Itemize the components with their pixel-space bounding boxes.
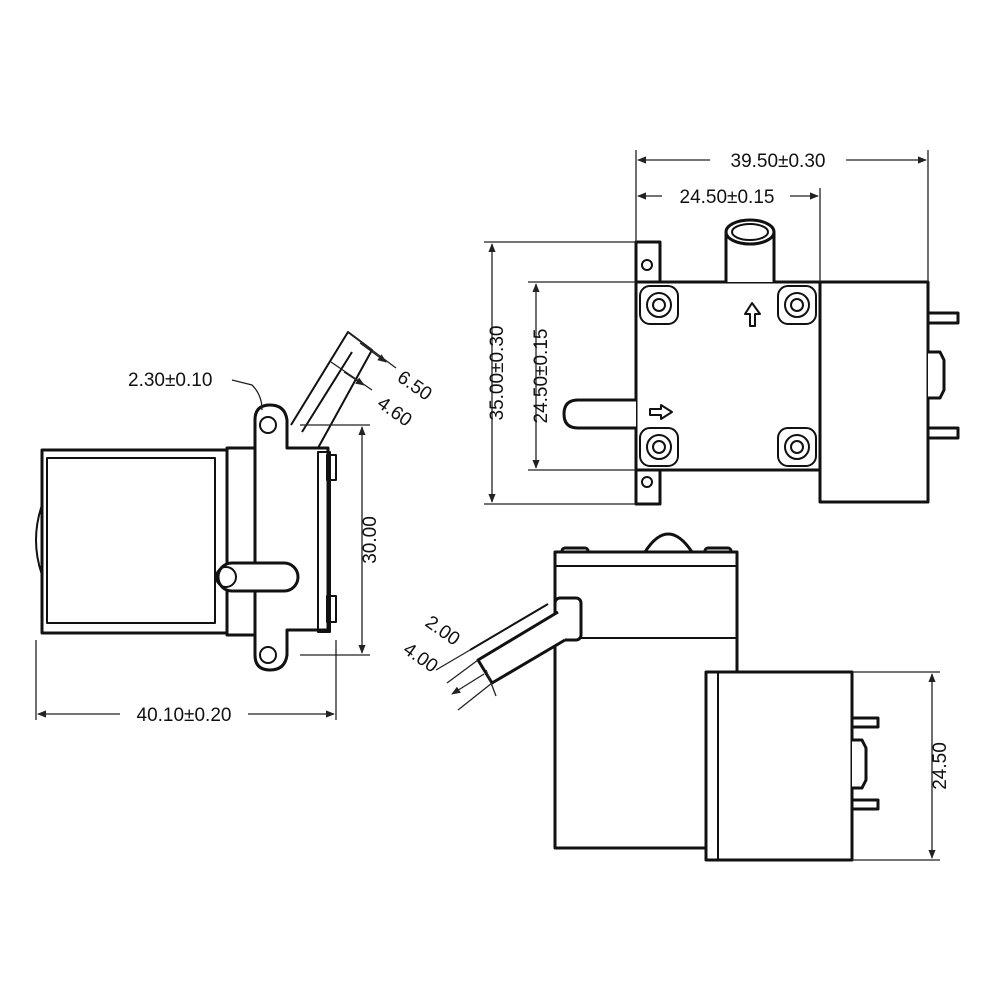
dim-height: 30.00	[360, 516, 381, 564]
top-flow-arrow-right-icon	[649, 404, 673, 420]
top-screw-bl	[639, 427, 679, 467]
bottom-motor-bump	[852, 738, 868, 790]
dim-ext-inner	[330, 361, 373, 391]
dim-tick-tube	[485, 669, 497, 697]
dim-overall-width: 39.50±0.30	[731, 151, 826, 172]
dim-hole-spacing-x: 24.50±0.15	[680, 187, 775, 208]
top-flow-arrow-up-icon	[744, 302, 761, 327]
dim-ext-tube-b	[457, 682, 493, 711]
left-angled-outlet-inner	[301, 351, 353, 433]
top-motor-bump	[928, 350, 946, 400]
left-mount-hole-bottom	[259, 646, 277, 664]
top-screw-tr	[777, 285, 817, 325]
dim-ext-tube-a	[446, 659, 479, 684]
bottom-angled-tube	[476, 610, 566, 685]
bottom-terminal-bottom	[850, 798, 880, 811]
dim-tube-outer: 4.00	[399, 639, 441, 677]
dim-outlet-outer: 6.50	[393, 367, 435, 405]
dim-hole-diameter: 2.30±0.10	[128, 370, 212, 391]
dim-length: 40.10±0.20	[137, 705, 232, 726]
dim-leader-hole	[231, 379, 263, 411]
top-terminal-bottom	[926, 426, 960, 440]
bottom-motor-body	[704, 670, 854, 862]
top-inlet-nozzle	[562, 398, 636, 430]
top-flange-hole-bottom	[641, 476, 653, 488]
dim-ext-outer	[347, 331, 397, 369]
top-outlet-bore	[731, 223, 769, 241]
dim-motor-width: 24.50	[930, 742, 951, 790]
dim-arrow-inner	[343, 371, 365, 386]
left-motor-endcap	[35, 504, 43, 576]
left-collar	[225, 446, 257, 637]
left-mount-hole-top	[259, 416, 277, 434]
left-nozzle-end	[215, 566, 237, 588]
dim-arrow-outer	[359, 342, 387, 363]
top-screw-br	[777, 427, 817, 467]
bottom-view: 2.00 4.00 24.50	[399, 532, 951, 862]
dim-hole-spacing-y: 24.50±0.15	[531, 329, 552, 424]
top-view: 39.50±0.30 24.50±0.15 35.00±0.30 24.50±0…	[484, 150, 960, 506]
dim-tube-inner: 2.00	[421, 612, 463, 650]
left-motor-inner	[46, 457, 216, 624]
dim-arrow-tube	[451, 673, 485, 695]
left-motor-body	[40, 448, 229, 635]
left-cover-tab-bottom	[326, 595, 337, 623]
left-view: 2.30±0.10 6.50 4.60 30.00 40.10±0.20	[35, 331, 435, 726]
top-motor-body	[818, 280, 930, 504]
top-screw-tl	[639, 285, 679, 325]
bottom-tube-line	[469, 603, 549, 651]
dim-ext-tube-c	[435, 649, 471, 671]
bottom-dome	[643, 532, 694, 553]
dim-outlet-inner: 4.60	[373, 393, 415, 431]
left-side-nozzle	[216, 561, 300, 593]
bottom-terminal-top	[850, 716, 880, 729]
left-pump-flange	[253, 403, 330, 672]
top-flange-hole-top	[641, 259, 653, 271]
dim-overall-height: 35.00±0.30	[487, 326, 508, 421]
left-cover-tab-top	[326, 454, 337, 481]
left-cover-plate	[317, 451, 331, 633]
top-terminal-top	[926, 311, 960, 325]
